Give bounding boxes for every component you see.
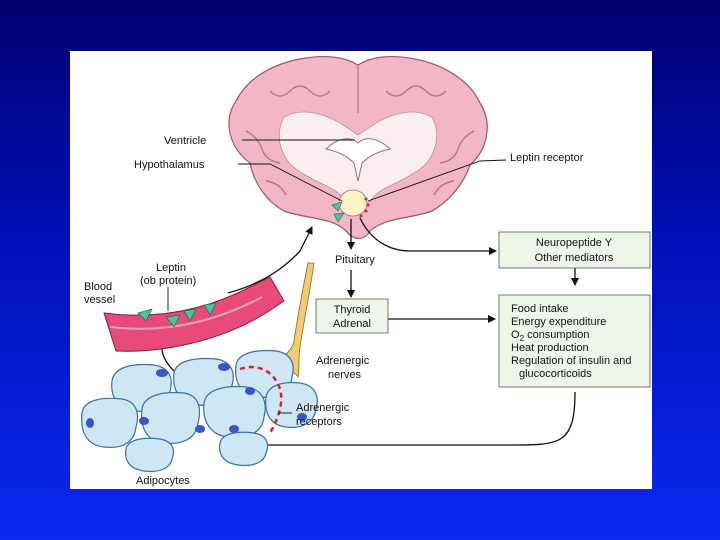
thyroid-label: Thyroid (334, 304, 371, 316)
leptin-label: Leptin (156, 262, 186, 274)
npy-line-1: Neuropeptide Y (536, 237, 613, 249)
food-intake: Food intake (511, 303, 568, 315)
adipocyte-nuclei (86, 363, 307, 433)
o2-consumption: O2 consumption (511, 329, 589, 343)
effects-box: Food intake Energy expenditure O2 consum… (498, 294, 651, 388)
leptin-receptor-dots (359, 197, 370, 218)
npy-box: Neuropeptide Y Other mediators (498, 231, 651, 269)
ob-protein-label: (ob protein) (140, 275, 196, 287)
leptin-pathway-diagram: Ventricle Hypothalamus Leptin receptor P… (81, 55, 651, 487)
thyroid-adrenal-box: Thyroid Adrenal (315, 298, 389, 334)
cortical-folds (245, 65, 475, 196)
regulation-line-1: Regulation of insulin and (511, 355, 631, 367)
ventricle-label: Ventricle (164, 135, 206, 147)
adrenergic-receptors-label-1: Adrenergic (296, 402, 350, 414)
diagram-panel: Ventricle Hypothalamus Leptin receptor P… (70, 51, 652, 489)
brain-coronal-section (228, 55, 488, 240)
energy-expenditure: Energy expenditure (511, 316, 606, 328)
pituitary-label: Pituitary (335, 254, 375, 266)
adrenergic-nerves-label-2: nerves (328, 369, 362, 381)
npy-line-2: Other mediators (535, 252, 614, 264)
adrenergic-receptors-arc (239, 365, 283, 434)
regulation-line-2: glucocorticoids (519, 368, 592, 380)
blood-vessel (103, 276, 285, 352)
adipocyte-cluster (81, 349, 318, 473)
leptin-receptor-label: Leptin receptor (510, 152, 584, 164)
leptin-at-hypothalamus (331, 201, 345, 223)
hypothalamus-label: Hypothalamus (134, 159, 205, 171)
brain-pointer-lines (238, 139, 507, 202)
adrenal-label: Adrenal (333, 318, 371, 330)
vessel-label: vessel (84, 294, 115, 306)
heat-production: Heat production (511, 342, 589, 354)
lateral-ventricles (324, 138, 392, 182)
adrenergic-nerves-label-1: Adrenergic (316, 355, 370, 367)
leptin-molecules-vessel (137, 302, 217, 328)
blood-label: Blood (84, 281, 112, 293)
adrenergic-receptors-label-2: receptors (296, 416, 342, 428)
adipocytes-label: Adipocytes (136, 475, 190, 487)
hypothalamus-region (338, 189, 368, 217)
